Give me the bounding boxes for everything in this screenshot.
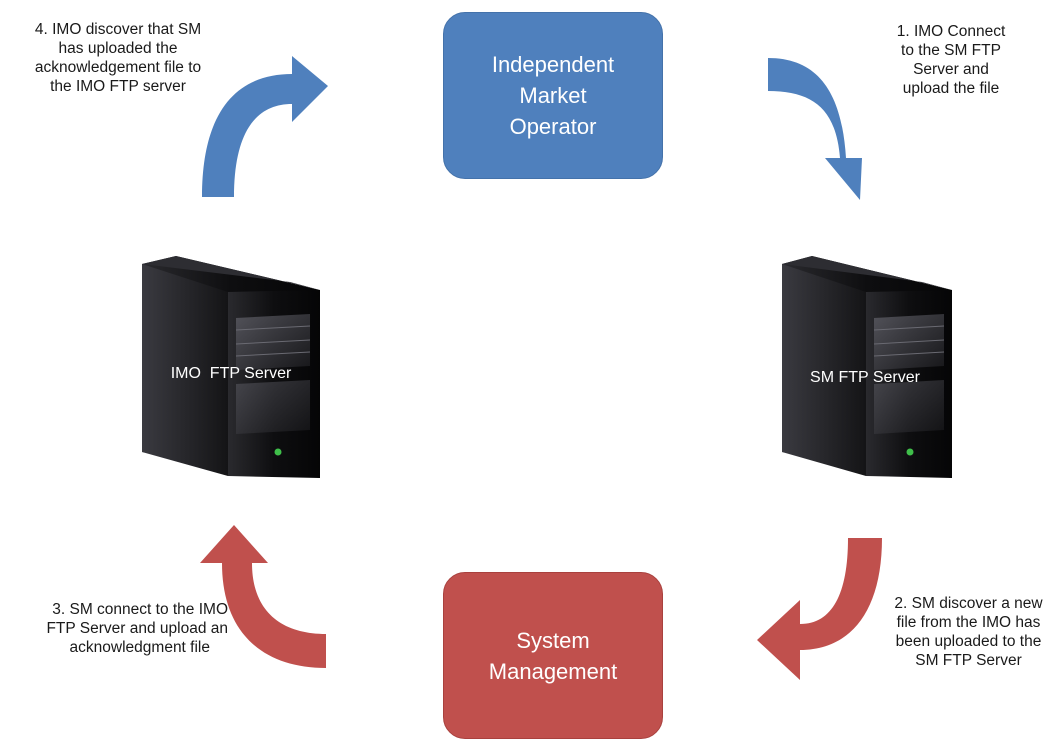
sm-node-line: System bbox=[516, 627, 590, 653]
caption-line: 2. SM discover a new bbox=[894, 595, 1043, 612]
arrow-step-4 bbox=[202, 56, 328, 197]
arrow-step-2 bbox=[757, 538, 882, 680]
caption-line: the IMO FTP server bbox=[50, 78, 186, 95]
imo-ftp-server bbox=[142, 256, 320, 478]
caption-line: upload the file bbox=[902, 80, 1000, 97]
caption-line: 4. IMO discover that SM bbox=[34, 21, 202, 38]
imo-node: Independent Market Operator bbox=[443, 12, 663, 179]
caption-line: Server and bbox=[913, 61, 989, 78]
sm-server-label: SM FTP Server bbox=[810, 369, 921, 386]
caption-line: 1. IMO Connect bbox=[896, 23, 1006, 40]
sm-node: System Management bbox=[443, 572, 663, 739]
step-2-caption: 2. SM discover a new file from the IMO h… bbox=[874, 594, 1063, 670]
step-3-caption: 3. SM connect to the IMO FTP Server and … bbox=[4, 600, 228, 657]
step-1-caption: 1. IMO Connect to the SM FTP Server and … bbox=[876, 22, 1026, 98]
caption-line: to the SM FTP bbox=[901, 42, 1001, 59]
sm-node-line: Management bbox=[488, 658, 618, 684]
caption-line: 3. SM connect to the IMO bbox=[52, 601, 228, 618]
caption-line: been uploaded to the bbox=[895, 633, 1042, 650]
caption-line: has uploaded the bbox=[58, 40, 178, 57]
arrow-step-1 bbox=[768, 58, 862, 200]
sm-ftp-server bbox=[782, 256, 952, 478]
caption-line: file from the IMO has bbox=[896, 614, 1041, 631]
caption-line: acknowledgement file to bbox=[34, 59, 202, 76]
arrow-step-3 bbox=[200, 525, 326, 668]
imo-server-label: IMO FTP Server bbox=[171, 365, 292, 382]
imo-node-line: Market bbox=[519, 83, 587, 108]
imo-node-line: Operator bbox=[509, 114, 597, 139]
caption-line: FTP Server and upload an bbox=[46, 620, 228, 637]
imo-node-line: Independent bbox=[491, 52, 615, 77]
caption-line: acknowledgment file bbox=[69, 639, 210, 656]
step-4-caption: 4. IMO discover that SM has uploaded the… bbox=[10, 20, 226, 96]
caption-line: SM FTP Server bbox=[915, 652, 1022, 669]
